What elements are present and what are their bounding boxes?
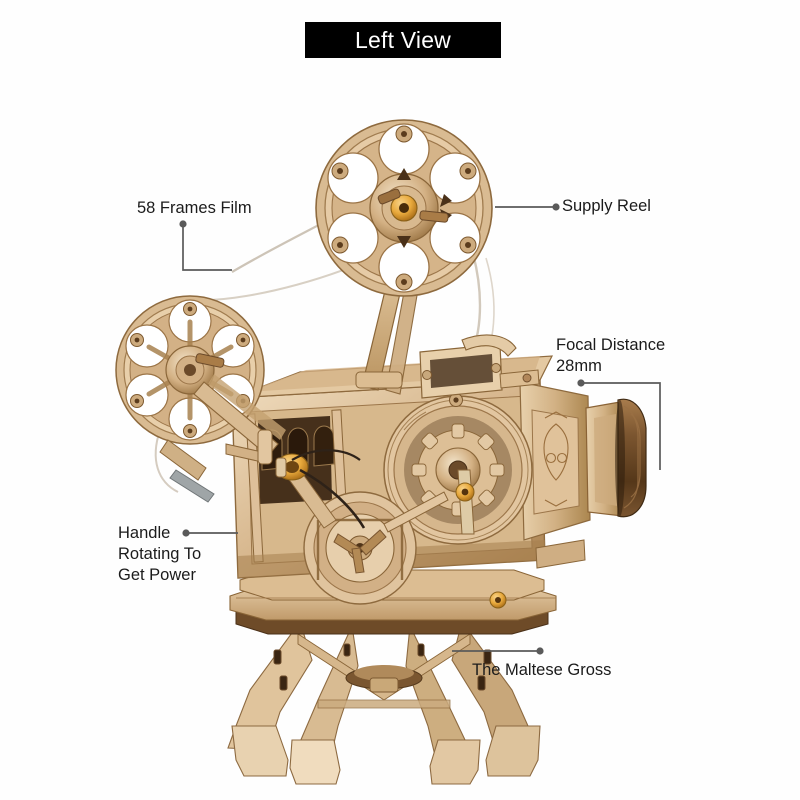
view-title-banner: Left View	[305, 22, 501, 58]
leader-dot-frames-film	[179, 220, 187, 228]
annotation-leader-lines	[179, 203, 661, 655]
supply-reel-wheel	[315, 119, 493, 297]
leader-dot-supply-reel	[552, 203, 560, 211]
tripod-base	[227, 620, 541, 785]
annotation-label-handle: Handle Rotating To Get Power	[118, 524, 202, 584]
annotation-label-frames-film: 58 Frames Film	[137, 199, 252, 217]
lens-block-engraving	[543, 411, 569, 507]
page-title: Left View	[355, 26, 451, 53]
leader-line-focal-distance	[581, 382, 661, 470]
leader-dot-focal-distance	[577, 379, 585, 387]
crank-handle	[275, 449, 449, 605]
take-up-reel-wheel	[115, 295, 286, 503]
leader-dot-handle	[182, 529, 190, 537]
crank-knob	[275, 453, 309, 481]
leader-dot-maltese-gross	[536, 647, 544, 655]
leader-line-frames-film	[182, 224, 232, 271]
linkage-details	[225, 369, 586, 569]
lens-barrel	[585, 398, 647, 518]
annotation-label-supply-reel: Supply Reel	[562, 197, 651, 215]
annotation-label-maltese-gross: The Maltese Gross	[472, 661, 612, 679]
annotation-label-focal-distance: Focal Distance 28mm	[556, 336, 666, 375]
